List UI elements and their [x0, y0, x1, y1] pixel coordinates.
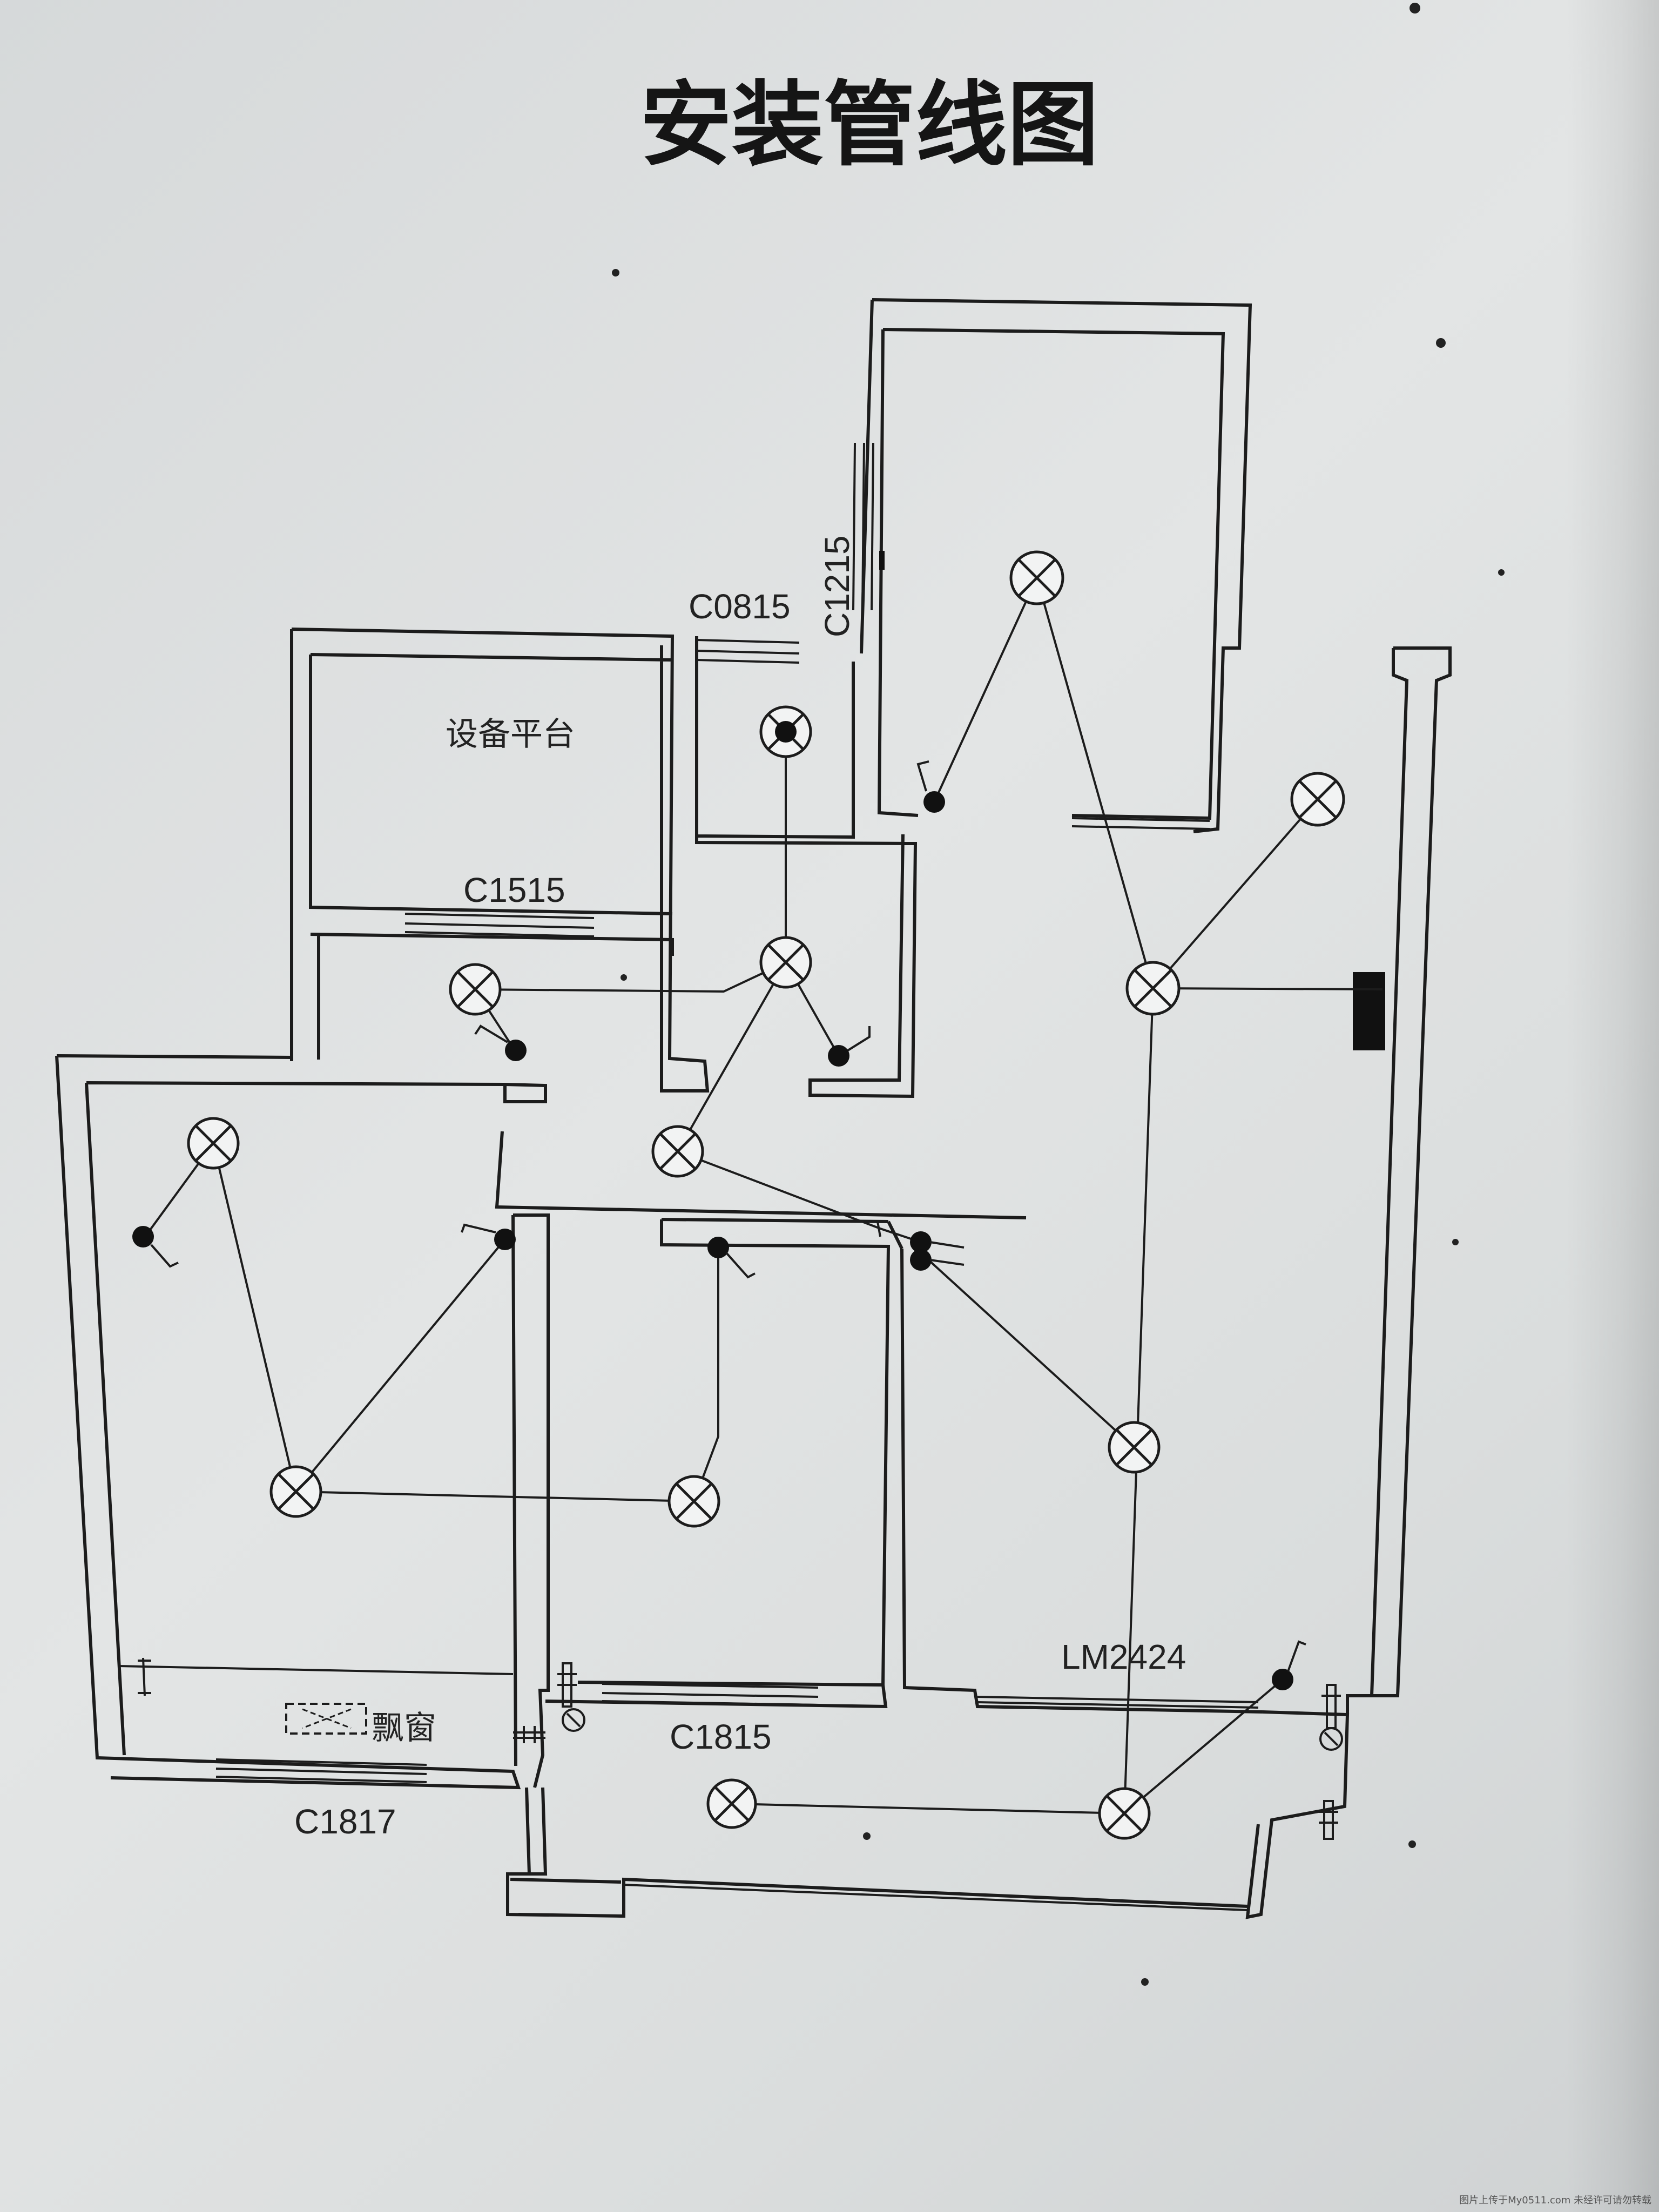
circle-cross-icon	[1009, 550, 1064, 605]
wall-bath	[695, 636, 918, 1098]
watermark: 图片上传于My0511.com 未经许可请勿转载	[1459, 2195, 1651, 2206]
label-c1815: C1815	[670, 1717, 772, 1756]
label-c0815: C0815	[689, 587, 791, 626]
socket-icon	[513, 1726, 545, 1743]
filled-dot-icon	[707, 1237, 756, 1279]
circle-cross-icon	[187, 1117, 240, 1170]
plan-title: 安装管线图	[640, 72, 1099, 179]
wall-north-room	[860, 298, 1252, 833]
label-c1817: C1817	[294, 1802, 396, 1841]
labels: C0815 C1215 C1515 设备平台 LM2424 C1815 C181…	[294, 535, 1186, 1841]
balcony-rail	[623, 1884, 1248, 1911]
filled-dot-icon	[876, 1221, 965, 1271]
circle-cross-icon	[667, 1475, 720, 1528]
filled-dot-icon	[461, 1223, 516, 1250]
circle-cross-icon	[269, 1465, 322, 1518]
window-c1215	[852, 442, 874, 611]
window-c1817	[215, 1758, 427, 1783]
wall-balcony	[506, 1787, 1248, 1918]
fixtures	[285, 551, 1343, 1840]
label-bay-window: 飘窗	[372, 1709, 436, 1747]
circle-cross-icon	[1108, 1421, 1161, 1474]
window-c1515	[404, 913, 595, 938]
ceiling-lamps	[187, 550, 1345, 1840]
paper-edge-shadow	[1566, 0, 1659, 2212]
wall-mark	[879, 551, 885, 570]
switches	[132, 760, 1306, 1690]
walls	[55, 298, 1452, 1919]
paper-specks	[612, 3, 1505, 1986]
door-lm2424	[977, 1696, 1259, 1709]
socket-icon	[557, 1662, 585, 1732]
socket-icon	[1319, 1684, 1343, 1751]
distribution-box-icon	[1353, 972, 1385, 1050]
circle-cross-icon	[1098, 1787, 1151, 1840]
bay-window-symbol	[285, 1703, 367, 1735]
circle-cross-icon	[651, 1125, 704, 1178]
window-north-bottom	[1071, 817, 1210, 830]
window-c0815	[696, 639, 800, 664]
windows	[118, 442, 1259, 1911]
wall-equipment-platform	[290, 628, 710, 1092]
bay-window-ledge	[118, 1657, 514, 1696]
filled-dot-icon	[1272, 1640, 1306, 1690]
circle-dot-icon	[759, 705, 812, 758]
wall-east	[1245, 646, 1452, 1919]
label-c1215: C1215	[818, 535, 857, 637]
filled-dot-icon	[916, 760, 945, 813]
label-equipment-platform: 设备平台	[446, 716, 575, 753]
wall-partitions	[511, 1213, 1263, 1788]
circle-cross-icon	[706, 1778, 757, 1829]
label-c1515: C1515	[463, 871, 565, 909]
filled-dot-icon	[132, 1226, 179, 1268]
circle-cross-icon	[759, 936, 812, 989]
socket-icon	[1319, 1800, 1338, 1840]
circle-cross-icon	[1290, 772, 1345, 827]
wiring	[142, 577, 1383, 1815]
filled-dot-icon	[828, 1026, 871, 1067]
wall-west	[55, 933, 1027, 1790]
label-lm2424: LM2424	[1061, 1637, 1186, 1676]
filled-dot-icon	[474, 1024, 527, 1061]
circle-cross-icon	[1125, 961, 1181, 1016]
window-c1815	[602, 1683, 819, 1706]
circle-cross-icon	[449, 963, 502, 1016]
